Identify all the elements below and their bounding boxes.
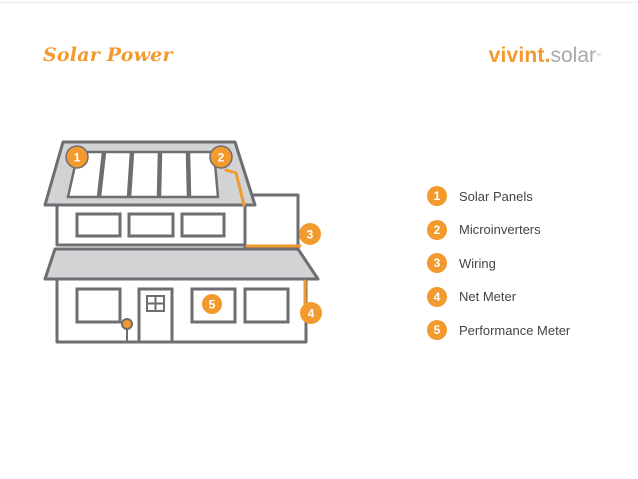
legend-badge: 4: [427, 286, 447, 307]
window-lower-right: [243, 287, 290, 324]
meter-dot: [121, 318, 133, 330]
brand-trademark: ™: [596, 53, 601, 59]
marker-4: 4: [300, 302, 322, 324]
solar-panel: [128, 150, 161, 199]
brand-primary: vivint: [488, 44, 545, 67]
legend-label: Net Meter: [459, 289, 517, 304]
solar-panel: [158, 150, 190, 199]
marker-3-label: 3: [307, 228, 314, 242]
marker-5: 5: [202, 294, 222, 314]
legend-label: Microinverters: [459, 222, 541, 237]
legend-item-solar-panels: 1 Solar Panels: [427, 184, 570, 208]
legend-badge: 5: [427, 320, 447, 340]
legend-label: Solar Panels: [459, 188, 533, 204]
wiring-line: [224, 168, 307, 306]
legend-item-net-meter: 4 Net Meter: [427, 285, 570, 309]
window-upper-right: [180, 212, 226, 238]
marker-2: 2: [209, 145, 233, 169]
window-upper-middle: [127, 212, 175, 238]
legend-badge: 3: [427, 253, 447, 273]
legend: 1 Solar Panels 2 Microinverters 3 Wiring…: [427, 184, 570, 352]
legend-label: Performance Meter: [459, 322, 571, 338]
legend-badge: 2: [427, 219, 447, 240]
solar-panel: [187, 150, 220, 199]
page-title: Solar Power: [43, 44, 173, 66]
side-extension: [243, 193, 300, 250]
window-upper-left: [75, 212, 122, 238]
marker-2-label: 2: [218, 151, 225, 165]
brand-dot: .: [544, 44, 551, 67]
door-window: [146, 295, 165, 312]
top-border: [0, 2, 638, 3]
marker-1: 1: [65, 145, 89, 169]
brand-logo: vivint.solar™: [489, 44, 601, 68]
window-lower-left: [75, 287, 122, 324]
legend-badge: 1: [427, 186, 447, 206]
legend-item-performance-meter: 5 Performance Meter: [427, 318, 570, 342]
lower-roof: [43, 247, 320, 281]
solar-panel-array: [66, 150, 220, 199]
marker-1-label: 1: [74, 151, 81, 165]
marker-3: 3: [299, 223, 321, 245]
brand-secondary: solar: [550, 44, 596, 67]
legend-label: Wiring: [459, 255, 496, 271]
marker-4-label: 4: [308, 307, 315, 321]
solar-panel: [98, 150, 133, 199]
legend-item-wiring: 3 Wiring: [427, 251, 570, 275]
marker-5-label: 5: [209, 298, 216, 312]
legend-item-microinverters: 2 Microinverters: [427, 218, 570, 242]
